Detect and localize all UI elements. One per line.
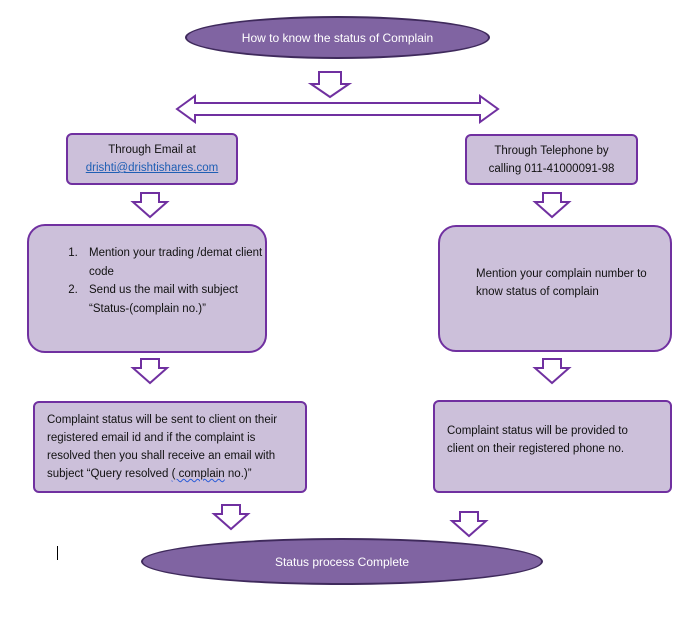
telephone-result-box: Complaint status will be provided to cli…	[433, 400, 672, 493]
end-label: Status process Complete	[274, 554, 410, 569]
down-arrow-left-3	[211, 504, 251, 531]
down-arrow-right-1	[532, 192, 572, 219]
email-step-1: Mention your trading /demat client code	[81, 244, 265, 281]
telephone-result-text: Complaint status will be provided to cli…	[447, 425, 628, 455]
email-result-box: Complaint status will be sent to client …	[33, 401, 307, 493]
telephone-steps-box: Mention your complain number to know sta…	[438, 225, 672, 352]
email-result-text: Complaint status will be sent to client …	[47, 411, 299, 483]
down-arrow-right-2	[532, 358, 572, 385]
email-steps-list: Mention your trading /demat client code …	[29, 226, 265, 318]
telephone-channel-box: Through Telephone by calling 011-4100009…	[465, 134, 638, 185]
text-cursor	[57, 546, 58, 560]
email-steps-box: Mention your trading /demat client code …	[27, 224, 267, 353]
down-arrow-left-2	[130, 358, 170, 385]
telephone-channel-line1: Through Telephone by	[494, 144, 609, 157]
double-arrow-horizontal	[175, 94, 500, 124]
end-ellipse: Status process Complete	[141, 538, 543, 585]
down-arrow-left-1	[130, 192, 170, 219]
telephone-steps-text: Mention your complain number to know sta…	[476, 268, 647, 298]
email-result-text-squiggle: ( complain	[171, 468, 225, 480]
email-link[interactable]: drishti@drishtishares.com	[85, 162, 219, 174]
email-step-2: Send us the mail with subject “Status-(c…	[81, 281, 265, 318]
down-arrow-top	[307, 71, 353, 99]
email-result-text-main: Complaint status will be sent to client …	[47, 414, 278, 480]
email-channel-box: Through Email at drishti@drishtishares.c…	[66, 133, 238, 185]
title-label: How to know the status of Complain	[241, 30, 434, 45]
telephone-channel-line2: calling 011-41000091-98	[488, 162, 615, 175]
email-channel-line1: Through Email at	[108, 144, 196, 156]
email-result-text-end: no.)”	[224, 468, 252, 480]
down-arrow-right-3	[449, 511, 489, 538]
title-ellipse: How to know the status of Complain	[185, 16, 490, 59]
